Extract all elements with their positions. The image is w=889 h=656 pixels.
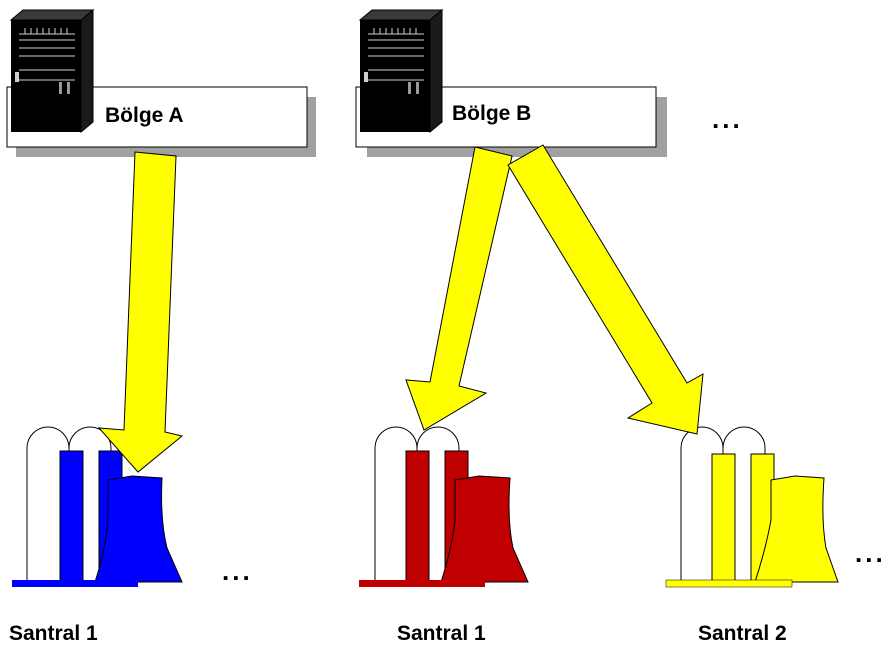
region-label-b: Bölge B [452, 102, 532, 125]
power-plant-icon [359, 426, 529, 587]
arrow-icon [97, 151, 184, 473]
power-plant-icon [12, 426, 183, 587]
region-label-a: Bölge A [105, 104, 184, 127]
server-icon [359, 9, 443, 133]
server-icon [10, 9, 94, 133]
plant-label-b1: Santral 1 [397, 622, 486, 645]
arrow-icon [507, 144, 704, 435]
power-plant-icon [665, 426, 839, 588]
arrow-icon [405, 146, 513, 431]
ellipsis-right: ... [855, 538, 886, 568]
ellipsis-bottom: ... [222, 556, 253, 586]
region-box-b [355, 86, 667, 157]
ellipsis-top: ... [712, 104, 743, 134]
plant-label-b2: Santral 2 [698, 622, 787, 645]
plant-label-a1: Santral 1 [9, 622, 98, 645]
